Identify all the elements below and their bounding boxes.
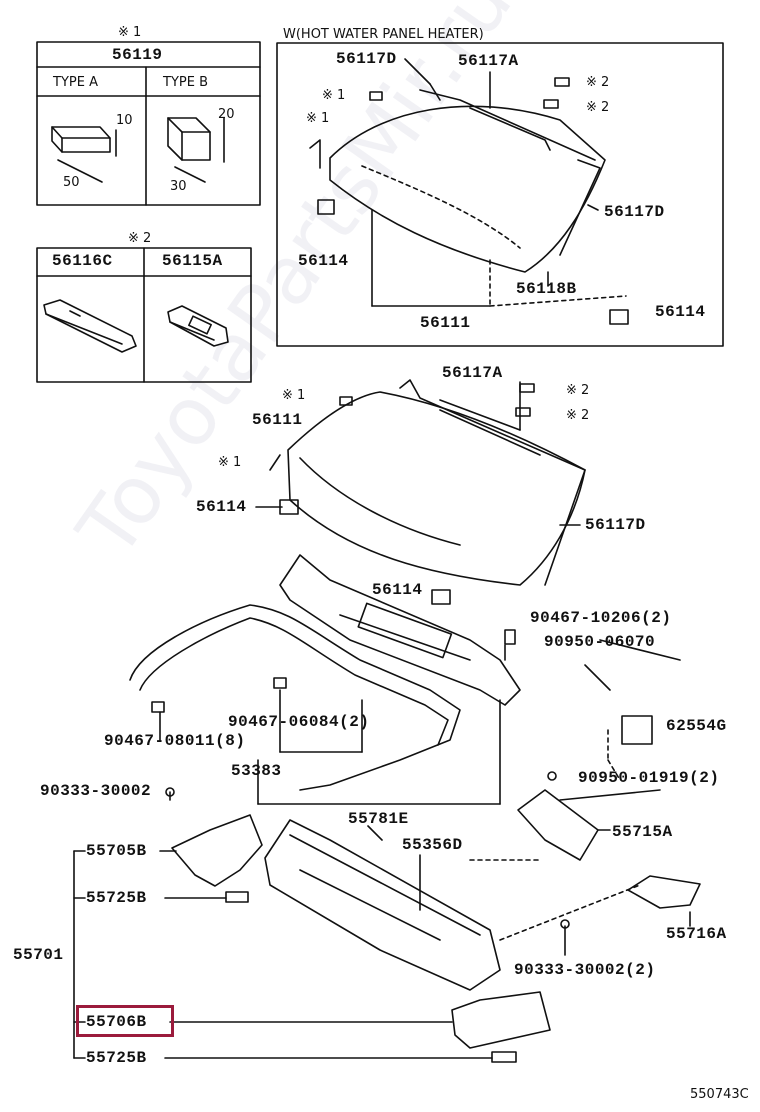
part-56114-center: 56114 [372, 581, 423, 599]
part-90467-06084: 90467-06084(2) [228, 713, 370, 731]
hw-part-56114-right: 56114 [655, 303, 706, 321]
part-55706b[interactable]: 55706B [86, 1013, 147, 1031]
hw-note-2b: ※ 2 [586, 100, 610, 115]
main-windshield [255, 379, 586, 605]
part-90467-08011: 90467-08011(8) [104, 732, 246, 750]
part-55725b-top: 55725B [86, 889, 147, 907]
part-55781e: 55781E [348, 810, 409, 828]
part-55715a: 55715A [612, 823, 673, 841]
hw-part-56114-left: 56114 [298, 252, 349, 270]
hw-note-2a: ※ 2 [586, 75, 610, 90]
box1-note-symbol: ※ 1 [118, 25, 142, 40]
cowl-assembly [73, 554, 701, 1063]
diagram-code: 550743C [690, 1087, 749, 1102]
hw-note-1a: ※ 1 [322, 88, 346, 103]
part-90467-10206: 90467-10206(2) [530, 609, 672, 627]
part-56111: 56111 [252, 411, 303, 429]
type-a-width: 50 [63, 175, 80, 190]
hw-part-56118b: 56118B [516, 280, 577, 298]
glass-note-2a: ※ 2 [566, 383, 590, 398]
part-55725b-bottom: 55725B [86, 1049, 147, 1067]
box-pads [36, 247, 252, 383]
glass-note-1b: ※ 1 [218, 455, 242, 470]
part-55705b: 55705B [86, 842, 147, 860]
glass-note-2b: ※ 2 [566, 408, 590, 423]
type-b-width: 30 [170, 179, 187, 194]
part-56116c: 56116C [52, 252, 113, 270]
type-a-height: 10 [116, 113, 133, 128]
part-56117d: 56117D [585, 516, 646, 534]
hw-part-56117d-top: 56117D [336, 50, 397, 68]
hw-part-56117d-right: 56117D [604, 203, 665, 221]
part-90333-30002-2: 90333-30002(2) [514, 961, 656, 979]
type-a-label: TYPE A [53, 75, 98, 90]
box-hot-water [276, 42, 724, 347]
box2-note-symbol: ※ 2 [128, 231, 152, 246]
part-90333-30002: 90333-30002 [40, 782, 152, 800]
part-56114-left: 56114 [196, 498, 247, 516]
part-56115a: 56115A [162, 252, 223, 270]
hw-part-56117a: 56117A [458, 52, 519, 70]
part-62554g: 62554G [666, 717, 727, 735]
part-55701: 55701 [13, 946, 64, 964]
type-b-label: TYPE B [163, 75, 208, 90]
part-53383: 53383 [231, 762, 282, 780]
hw-part-56111: 56111 [420, 314, 471, 332]
hot-water-title: W(HOT WATER PANEL HEATER) [283, 27, 484, 42]
part-55716a: 55716A [666, 925, 727, 943]
hw-note-1b: ※ 1 [306, 111, 330, 126]
part-55356d: 55356D [402, 836, 463, 854]
highlight-55706b [76, 1005, 174, 1037]
type-b-height: 20 [218, 107, 235, 122]
part-90950-06070: 90950-06070 [544, 633, 656, 651]
glass-note-1a: ※ 1 [282, 388, 306, 403]
box-type-ab [36, 41, 261, 206]
box1-part-56119: 56119 [112, 46, 163, 64]
part-90950-01919: 90950-01919(2) [578, 769, 720, 787]
part-56117a: 56117A [442, 364, 503, 382]
